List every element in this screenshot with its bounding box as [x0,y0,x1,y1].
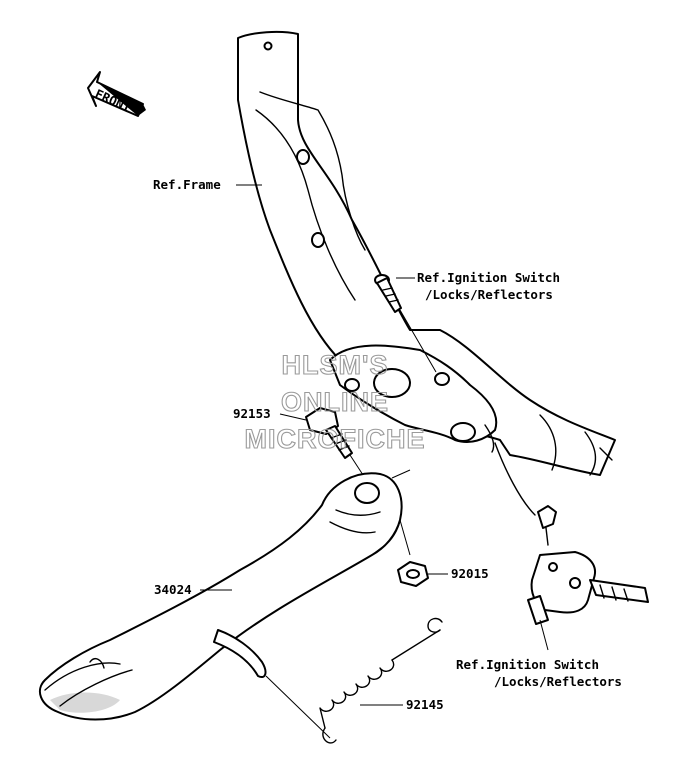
callout-ref-ignition-top-line1: Ref.Ignition Switch [417,270,560,285]
side-stand-switch-part [494,442,649,651]
callout-ref-ignition-bottom-line1: Ref.Ignition Switch [456,657,599,672]
watermark: HLSM'S ONLINE MICROFICHE [244,349,426,454]
callout-ref-ignition-bottom-line2: /Locks/Reflectors [494,674,622,689]
callout-92153: 92153 [233,406,271,421]
spring-92145-part [319,617,443,744]
callout-ref-frame: Ref.Frame [153,177,221,192]
front-arrow-icon: FRONT [87,71,146,117]
leader-lines [200,184,448,706]
watermark-line-2: ONLINE [281,387,389,417]
callout-ref-ignition-top-line2: /Locks/Reflectors [425,287,553,302]
bolt-92153-part [305,407,366,479]
callouts: Ref.Frame Ref.Ignition Switch /Locks/Ref… [153,177,622,712]
watermark-line-1: HLSM'S [282,350,389,380]
frame-part [237,30,616,476]
ignition-bolt-part [374,274,437,373]
callout-34024: 34024 [154,582,192,597]
side-stand-34024-part [38,469,411,739]
callout-92145: 92145 [406,697,444,712]
watermark-line-3: MICROFICHE [245,424,426,454]
callout-92015: 92015 [451,566,489,581]
nut-92015-part [397,561,429,587]
